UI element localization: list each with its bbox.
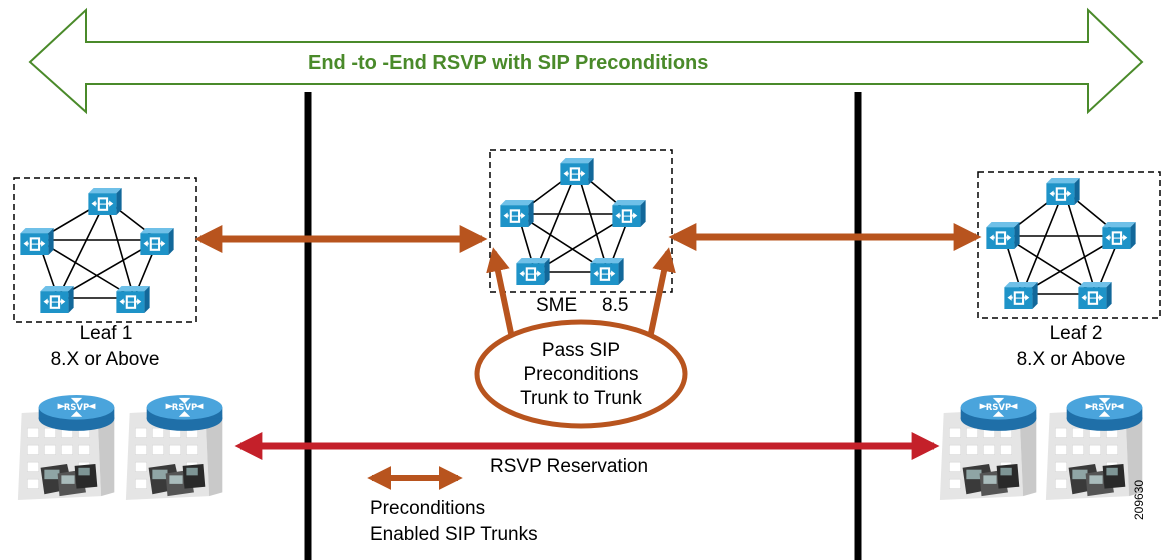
ip-phone-icon <box>116 286 150 313</box>
callout-pointer-right <box>647 247 676 339</box>
ip-phone-icon <box>500 200 534 227</box>
end-to-end-banner-arrow <box>28 7 1144 115</box>
ip-phone-icon <box>140 228 174 255</box>
ip-phone-icon <box>1004 282 1038 309</box>
leaf1-name: Leaf 1 <box>79 323 133 344</box>
leaf2-version: 8.X or Above <box>1016 349 1126 370</box>
building-icon <box>17 394 115 500</box>
building-icon <box>939 394 1037 500</box>
sme-phones <box>500 158 646 285</box>
ip-phone-icon <box>20 228 54 255</box>
rsvp-router-icon <box>1045 394 1143 500</box>
ip-phone-icon <box>1078 282 1112 309</box>
leaf1-phones <box>20 188 174 313</box>
left-sites <box>17 394 223 500</box>
callout-pointer-left <box>486 247 515 339</box>
callout-line3: Trunk to Trunk <box>520 388 642 409</box>
ip-phone-icon <box>1102 222 1136 249</box>
ip-phone-icon <box>590 258 624 285</box>
ip-phone-icon <box>88 188 122 215</box>
ip-phone-icon <box>612 200 646 227</box>
figure-id: 209630 <box>1132 479 1146 520</box>
callout-ellipse <box>474 319 688 429</box>
sme-cluster-box <box>489 149 673 293</box>
sme-version: 8.5 <box>602 295 629 316</box>
leaf1-version: 8.X or Above <box>50 349 160 370</box>
leaf2-name: Leaf 2 <box>1049 323 1103 344</box>
ip-phone-icon <box>560 158 594 185</box>
callout-line1: Pass SIP <box>541 340 621 361</box>
banner-title: End -to -End RSVP with SIP Preconditions <box>308 52 709 74</box>
ip-phone-icon <box>40 286 74 313</box>
ip-phone-icon <box>1046 178 1080 205</box>
rsvp-reservation-label: RSVP Reservation <box>490 456 649 477</box>
rsvp-router-icon <box>125 394 223 500</box>
ip-phone-icon <box>516 258 550 285</box>
leaf2-phones <box>986 178 1136 309</box>
legend-line2: Enabled SIP Trunks <box>370 524 538 545</box>
right-sites <box>939 394 1143 500</box>
callout-line2: Preconditions <box>523 364 639 385</box>
legend-line1: Preconditions <box>370 498 486 519</box>
ip-phone-icon <box>986 222 1020 249</box>
sme-name: SME <box>536 295 578 316</box>
